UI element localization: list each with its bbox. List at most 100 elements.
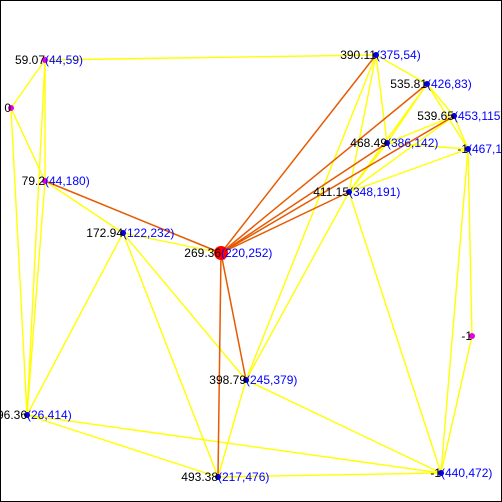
node-cost-label: -1 <box>461 329 472 343</box>
label-layer: 59.07(44,59) 390.11(375,54) 0 535.81(426,83… <box>1 48 501 484</box>
node-label: 411.15 <box>313 185 349 199</box>
node-coord-label: (122,232) <box>123 226 174 240</box>
node-cost-label: 535.81 <box>390 77 427 91</box>
node-coord-label: (44,59) <box>45 53 83 67</box>
mesh-edge-layer <box>10 54 473 478</box>
mesh-edge <box>26 414 442 474</box>
shortest-path-edge <box>220 54 377 254</box>
node-coord-label: (245,379) <box>246 373 297 387</box>
mesh-edge <box>426 83 469 150</box>
mesh-edge <box>44 180 124 234</box>
graph-node <box>346 189 352 195</box>
node-label: 79.2 <box>22 174 46 188</box>
node-coord-label: (348,191) <box>349 185 400 199</box>
mesh-edge <box>26 180 46 416</box>
node-coord-label: (26,414) <box>27 408 72 422</box>
node-cost-label: 0 <box>4 101 11 115</box>
node-coord-label: (375,54) <box>376 48 421 62</box>
node-coord-label: (217,476) <box>218 470 269 484</box>
node-label: 468.49 <box>350 136 387 150</box>
mesh-edge <box>245 379 442 474</box>
source-edge-layer <box>44 54 455 478</box>
mesh-edge <box>348 115 455 193</box>
mesh-edge <box>375 54 428 85</box>
graph-node <box>373 52 379 58</box>
mesh-edge <box>122 232 247 381</box>
mesh-edge <box>386 115 455 144</box>
shortest-path-edge <box>220 115 455 254</box>
mesh-edge <box>217 472 442 478</box>
node-label: 172.94 <box>86 226 123 240</box>
mesh-edge <box>440 335 473 474</box>
node-layer <box>8 52 475 480</box>
node-label: -1 <box>457 142 468 156</box>
graph-node <box>8 105 14 111</box>
node-coord-label: (440,472) <box>441 466 492 480</box>
mesh-edge <box>122 232 219 478</box>
mesh-edge <box>348 54 377 193</box>
mesh-edge <box>467 148 473 337</box>
mesh-edge <box>245 54 377 381</box>
node-coord-label: (453,115) <box>454 109 501 123</box>
mesh-edge <box>386 142 469 150</box>
graph-node <box>451 113 457 119</box>
node-label: 269.36 <box>184 246 221 260</box>
graph-node <box>120 230 126 236</box>
node-cost-label: 468.49 <box>350 136 387 150</box>
graph-node <box>469 333 475 339</box>
mesh-edge <box>217 379 247 478</box>
node-cost-label: 269.36 <box>184 246 221 260</box>
node-cost-label: -1 <box>457 142 468 156</box>
graph-node <box>384 140 390 146</box>
node-label: 390.11 <box>340 48 376 62</box>
mesh-edge <box>26 232 124 416</box>
graph-node <box>42 57 48 63</box>
node-cost-label: 390.11 <box>340 48 376 62</box>
mesh-edge <box>348 191 442 474</box>
shortest-path-edge <box>220 142 388 254</box>
graph-node <box>215 474 221 480</box>
node-label: 398.79 <box>209 373 246 387</box>
mesh-edge <box>245 191 350 381</box>
node-coord-label: (426,83) <box>427 77 472 91</box>
mesh-edge <box>348 83 428 193</box>
node-cost-label: 493.38 <box>181 470 218 484</box>
mesh-edge <box>453 115 469 150</box>
node-label: 0 <box>4 101 11 115</box>
shortest-path-edge <box>44 180 222 254</box>
node-coord-label: (467,1 <box>468 142 501 156</box>
shortest-path-edge <box>220 191 350 254</box>
graph-node <box>438 470 444 476</box>
mesh-edge <box>10 107 46 182</box>
shortest-path-edge <box>220 252 247 381</box>
node-label: 59.07 <box>15 53 45 67</box>
mesh-edge <box>426 83 455 117</box>
node-cost-label: -1 <box>430 466 441 480</box>
node-cost-label: 398.79 <box>209 373 246 387</box>
graph-node <box>24 412 30 418</box>
mesh-edge <box>26 414 219 478</box>
node-cost-label: 411.15 <box>313 185 349 199</box>
graph-node <box>243 377 249 383</box>
source-node <box>214 246 228 260</box>
mesh-edge <box>375 54 388 144</box>
mesh-edge <box>348 148 469 193</box>
node-label: 96.36 <box>1 408 27 422</box>
node-cost-label: 172.94 <box>86 226 123 240</box>
mesh-edge <box>10 59 46 109</box>
node-label: -1 <box>461 329 472 343</box>
node-cost-label: 96.36 <box>1 408 27 422</box>
node-label: -1 <box>430 466 441 480</box>
mesh-edge <box>26 59 46 416</box>
shortest-path-edge <box>220 83 428 254</box>
node-cost-label: 59.07 <box>15 53 45 67</box>
shortest-path-edge <box>217 252 222 478</box>
graph-node <box>465 146 471 152</box>
graph-node <box>42 178 48 184</box>
node-label: 535.81 <box>390 77 427 91</box>
mesh-edge <box>440 148 469 474</box>
node-coord-label: (44,180) <box>45 174 90 188</box>
mesh-edge <box>44 54 377 61</box>
